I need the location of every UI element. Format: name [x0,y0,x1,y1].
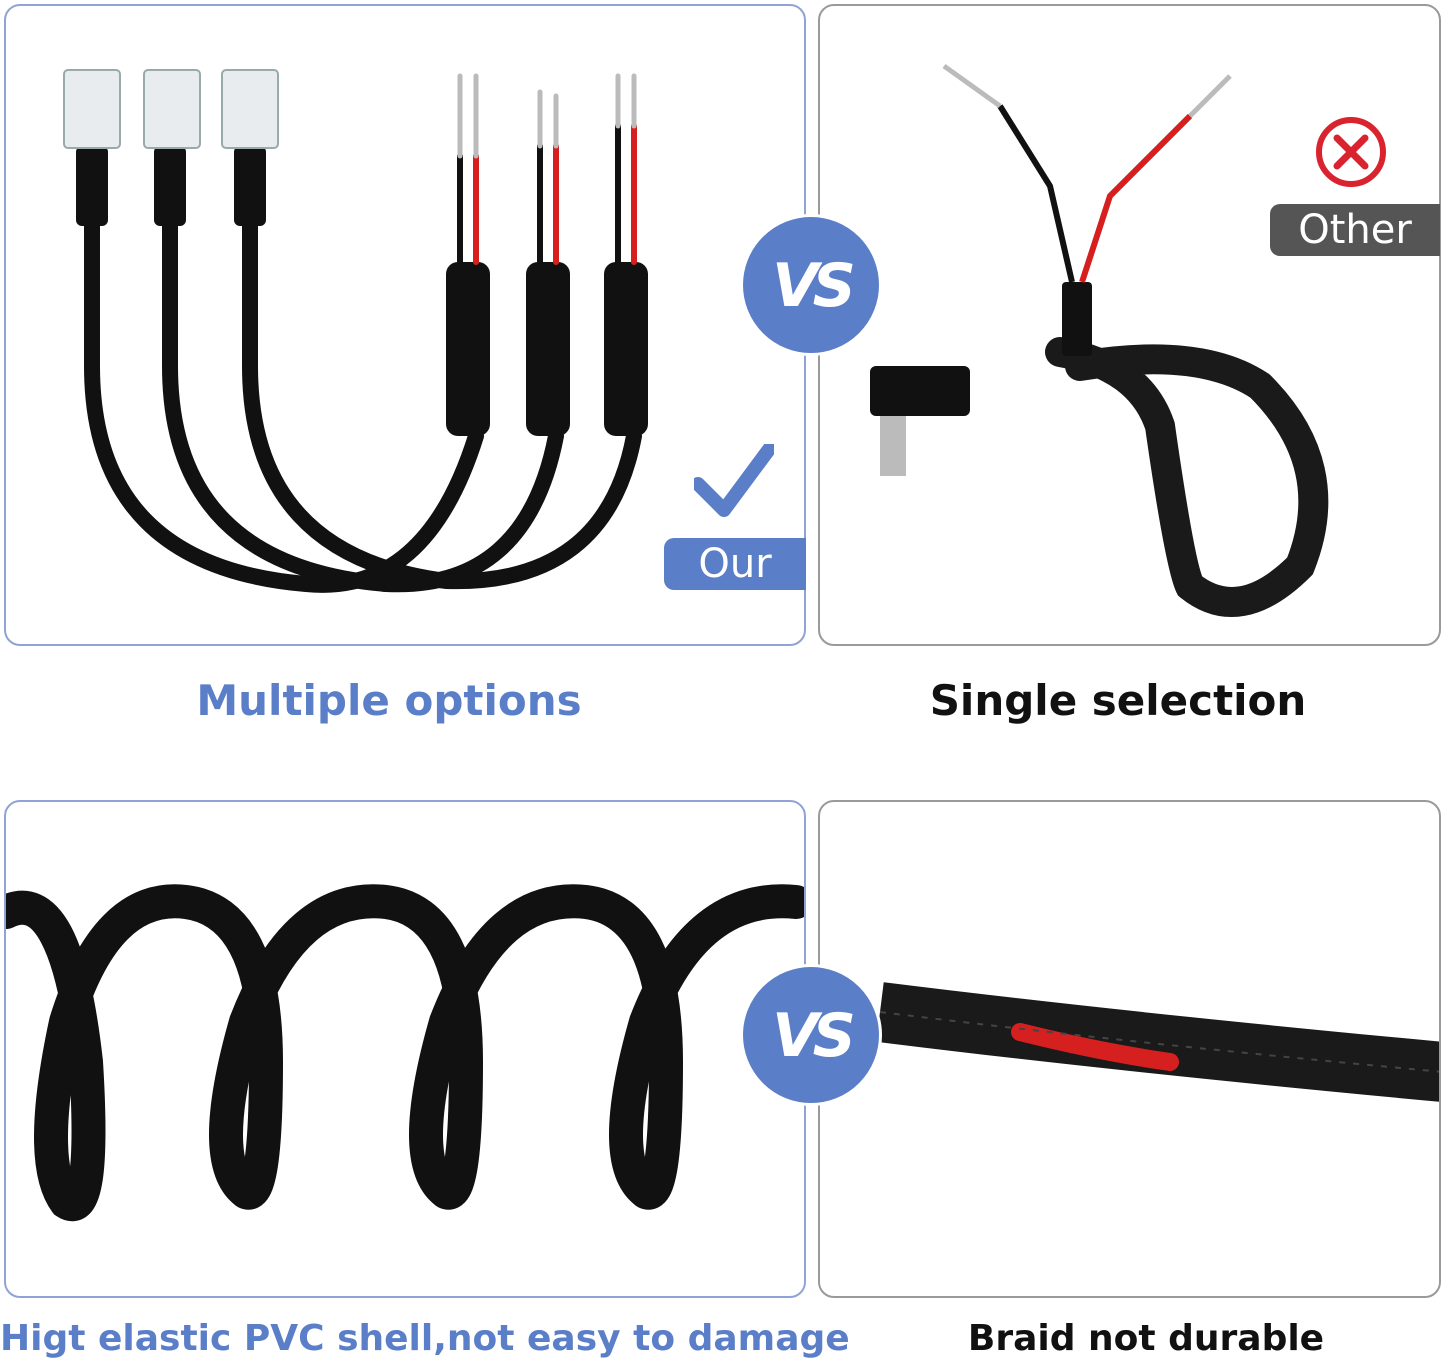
vs-badge: VS [740,214,882,356]
rj-to-pin-cables-illustration [63,69,648,593]
ours-bottom-caption: Higt elastic PVC shell,not easy to damag… [0,1318,850,1359]
vs-label: VS [772,251,856,321]
vs-label: VS [772,1001,856,1071]
ours-top-caption: Multiple options [196,676,582,725]
other-badge: Other [1270,204,1440,256]
coiled-cable-illustration [6,884,804,1222]
frayed-braid-panel [818,800,1441,1298]
our-badge: Our [664,538,806,590]
frayed-braid-illustration [876,982,1439,1102]
coiled-pvc-cable-panel [4,800,806,1298]
our-cables-panel [4,4,806,646]
x-circle-icon [1316,117,1386,187]
other-top-caption: Single selection [929,676,1307,725]
check-icon [694,444,774,517]
braided-dc-cable-illustration [870,63,1329,617]
vs-badge: VS [740,964,882,1106]
other-cable-panel [818,4,1441,646]
other-bottom-caption: Braid not durable [967,1318,1325,1359]
